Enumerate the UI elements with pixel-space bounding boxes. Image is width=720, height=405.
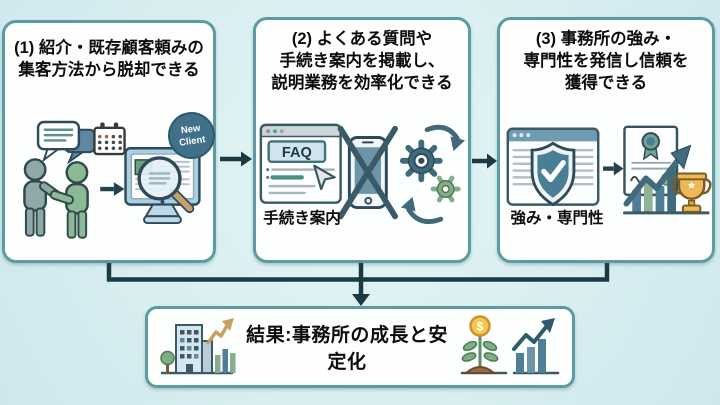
card1-illustration	[23, 120, 201, 239]
card2-illustration: FAQ	[259, 123, 466, 224]
gears-sync-icon	[399, 124, 466, 224]
card2-caption: 手続き案内	[263, 210, 341, 227]
card1-title: (1) 紹介・既存顧客頼みの 集客方法から脱却できる	[14, 39, 204, 79]
check-icon	[541, 160, 566, 183]
growth-bars-icon	[206, 318, 236, 373]
faq-browser-icon: FAQ	[259, 123, 342, 204]
card3-illustration	[506, 125, 712, 215]
certificate-icon	[623, 125, 679, 197]
monitor-search-icon	[124, 147, 201, 225]
card3-caption: 強み・専門性	[510, 210, 604, 227]
dollar-symbol: $	[477, 320, 484, 334]
small-right-arrow-icon	[100, 182, 125, 196]
trophy-icon	[671, 172, 712, 213]
merge-connector	[106, 260, 610, 306]
magnifier-icon	[137, 156, 195, 214]
small-right-arrow-icon	[603, 161, 624, 176]
benefit-card-1: (1) 紹介・既存顧客頼みの 集客方法から脱却できる	[2, 20, 219, 263]
result-right-illustration: $	[460, 315, 560, 375]
rising-chart-icon	[512, 318, 560, 375]
down-arrow-icon	[352, 294, 370, 306]
tree-icon	[160, 350, 175, 366]
result-label: 結果:事務所の成長と安定化	[246, 325, 448, 373]
shield-browser-icon	[506, 127, 600, 207]
office-building-icon	[160, 318, 236, 375]
arrow-card1-card2-icon	[220, 151, 252, 167]
no-phone-icon	[337, 125, 398, 220]
calendar-icon	[93, 122, 126, 156]
result-card: 結果:事務所の成長と安定化 $	[145, 306, 575, 388]
coin-icon	[469, 315, 491, 337]
benefit-card-2: (2) よくある質問や 手続き案内を掲載し、 説明業務を効率化できる FAQ	[253, 17, 471, 263]
card3-title: (3) 事務所の強み・ 専門性を発信し信頼を 獲得できる	[523, 30, 689, 92]
faq-label: FAQ	[282, 145, 312, 161]
handshake-people-icon	[23, 158, 89, 239]
money-plant-icon: $	[460, 315, 508, 375]
speech-bubbles-icon	[36, 120, 96, 165]
benefit-card-3: (3) 事務所の強み・ 専門性を発信し信頼を 獲得できる	[497, 17, 715, 263]
cursor-icon	[313, 164, 336, 191]
arrow-card2-card3-icon	[472, 153, 497, 169]
card2-title: (2) よくある質問や 手続き案内を掲載し、 説明業務を効率化できる	[271, 30, 453, 92]
